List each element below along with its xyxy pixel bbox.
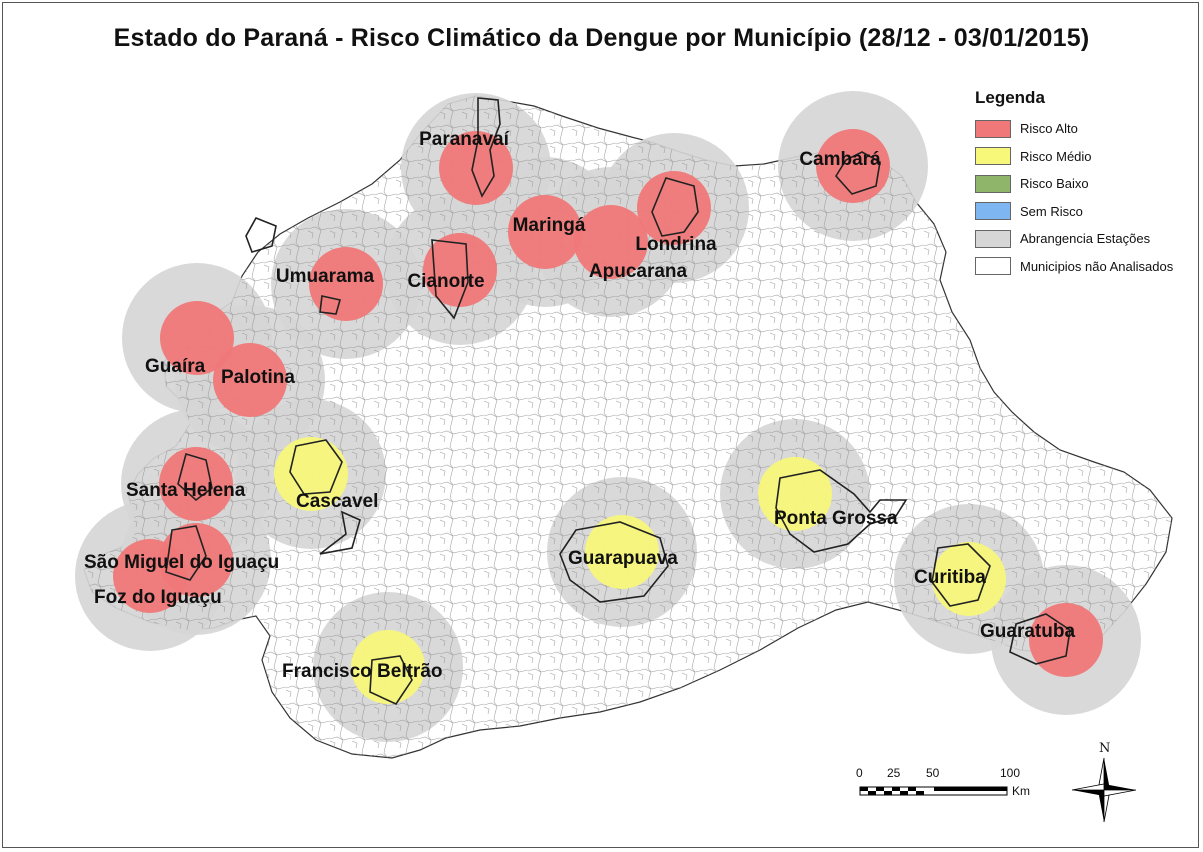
- scale-unit: Km: [1012, 784, 1030, 798]
- legend-label: Risco Alto: [1020, 121, 1078, 137]
- legend-swatch-abrangencia: [975, 229, 1011, 248]
- legend-item-risco-medio: Risco Médio: [975, 143, 1200, 171]
- scale-bar-segment: [860, 787, 868, 791]
- legend-item-risco-baixo: Risco Baixo: [975, 170, 1200, 198]
- city-label-londrina: Londrina: [635, 234, 717, 255]
- risk-circle-guaratuba: [1029, 603, 1103, 677]
- legend-item-abrangencia: Abrangencia Estações: [975, 225, 1200, 253]
- risk-circle-cianorte: [423, 233, 497, 307]
- city-label-cambara: Cambará: [799, 149, 881, 170]
- risk-circle-paranavai: [439, 131, 513, 205]
- city-label-santa-helena: Santa Helena: [126, 480, 246, 501]
- scale-bar-segment: [900, 791, 908, 795]
- legend-label: Risco Baixo: [1020, 176, 1089, 192]
- risk-circle-santa-helena: [159, 447, 233, 521]
- city-label-foz-do-iguacu: Foz do Iguaçu: [94, 587, 222, 608]
- legend-label: Sem Risco: [1020, 203, 1083, 219]
- legend-item-risco-alto: Risco Alto: [975, 115, 1200, 143]
- scale-tick-0: 0: [856, 766, 863, 780]
- scale-bar-segment: [916, 791, 924, 795]
- legend-swatch-risco-baixo: [975, 174, 1011, 193]
- legend-swatch-risco-alto: [975, 119, 1011, 138]
- city-label-cascavel: Cascavel: [296, 491, 378, 512]
- city-label-layer: ParanavaíCambaráMaringáLondrinaApucarana…: [84, 129, 1075, 682]
- legend-label: Municipios não Analisados: [1020, 258, 1174, 274]
- city-label-palotina: Palotina: [221, 367, 295, 388]
- risk-circle-londrina: [637, 171, 711, 245]
- city-label-guarapuava: Guarapuava: [568, 548, 678, 569]
- city-label-curitiba: Curitiba: [914, 567, 986, 588]
- risk-circle-palotina: [213, 343, 287, 417]
- north-label: N: [1099, 741, 1110, 756]
- city-label-apucarana: Apucarana: [589, 261, 688, 282]
- scale-tick-25: 25: [887, 766, 901, 780]
- scale-bar-segment: [876, 787, 884, 791]
- scale-tick-50: 50: [926, 766, 940, 780]
- city-label-guaratuba: Guaratuba: [980, 621, 1075, 642]
- scale-tick-100: 100: [1000, 766, 1020, 780]
- city-label-paranavai: Paranavaí: [419, 129, 510, 150]
- legend-label: Risco Médio: [1020, 148, 1092, 164]
- city-label-sao-miguel-do-iguacu: São Miguel do Iguaçu: [84, 552, 279, 573]
- legend-swatch-risco-medio: [975, 147, 1011, 166]
- risk-circle-curitiba: [932, 542, 1006, 616]
- risk-circle-apucarana: [574, 205, 648, 279]
- station-municipality-outlines: [165, 97, 1071, 706]
- legend-title: Legenda: [975, 88, 1045, 107]
- legend-swatch-nao-analisados: [975, 257, 1011, 276]
- risk-circle-ponta-grossa: [758, 457, 832, 531]
- scale-bar-segment: [868, 791, 876, 795]
- city-label-francisco-beltrao: Francisco Beltrão: [282, 661, 443, 682]
- risk-circle-guarapuava: [585, 515, 659, 589]
- scale-bar-segment: [934, 787, 1007, 791]
- legend-swatch-sem-risco: [975, 202, 1011, 221]
- risk-circle-umuarama: [309, 247, 383, 321]
- scale-bar-segment: [908, 787, 916, 791]
- north-arrow-icon: N: [1071, 741, 1137, 823]
- station-risk-layer: [113, 129, 1103, 704]
- risk-circle-francisco-beltrao: [351, 630, 425, 704]
- risk-circle-maringa: [508, 195, 582, 269]
- city-label-ponta-grossa: Ponta Grossa: [774, 508, 898, 529]
- scale-bar: 0 25 50 100 Km: [856, 766, 1030, 798]
- city-label-cianorte: Cianorte: [407, 271, 484, 292]
- legend: Legenda Risco Alto Risco Médio Risco Bai…: [975, 88, 1200, 280]
- scale-bar-segment: [884, 791, 892, 795]
- city-label-maringa: Maringá: [513, 215, 586, 236]
- legend-item-sem-risco: Sem Risco: [975, 198, 1200, 226]
- city-label-guaira: Guaíra: [145, 356, 206, 377]
- risk-circle-cambara: [816, 129, 890, 203]
- city-label-umuarama: Umuarama: [276, 266, 375, 287]
- risk-circle-guaira: [160, 301, 234, 375]
- scale-bar-segment: [892, 787, 900, 791]
- legend-item-nao-analisados: Municipios não Analisados: [975, 253, 1200, 281]
- legend-label: Abrangencia Estações: [1020, 231, 1151, 247]
- map-title: Estado do Paraná - Risco Climático da De…: [113, 24, 1090, 52]
